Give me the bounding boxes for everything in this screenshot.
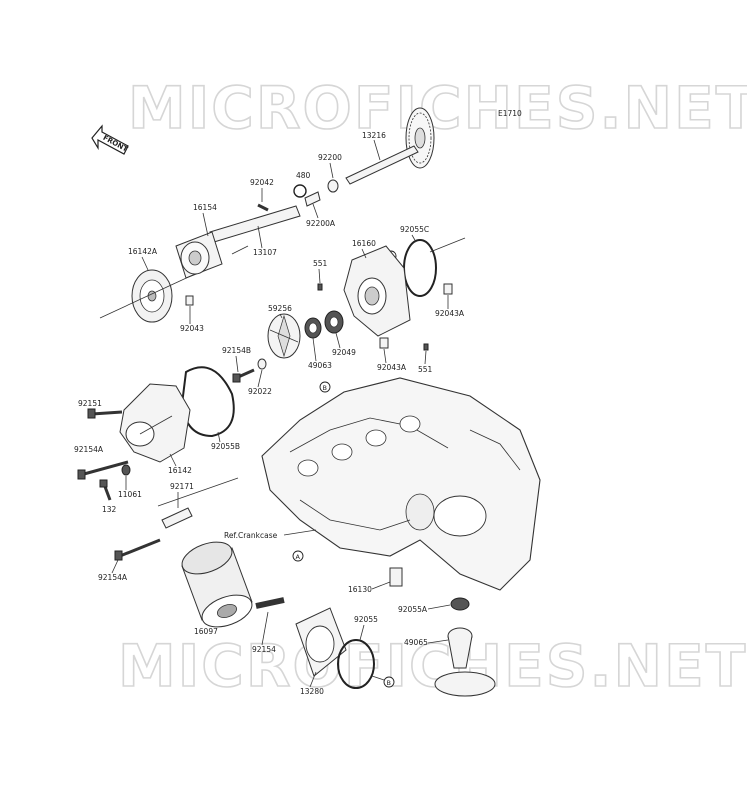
- washer-92022: [257, 358, 267, 370]
- part-92200-label: 92200: [318, 153, 342, 162]
- part-92042-label: 92042: [250, 178, 274, 187]
- part-11061-label: 11061: [118, 490, 142, 499]
- part-551-top-label: 551: [313, 259, 328, 268]
- ref-crankcase-label: Ref.Crankcase: [224, 531, 278, 540]
- relief-valve-16130: [389, 567, 403, 587]
- part-92151-label: 92151: [78, 399, 102, 408]
- part-49065-label: 49065: [404, 638, 428, 647]
- pin-551-top: [317, 283, 323, 291]
- bolt-92154A-lower: [119, 538, 161, 558]
- part-92022-label: 92022: [248, 387, 272, 396]
- part-13216-label: 13216: [362, 131, 386, 140]
- part-16142-label: 16142: [168, 466, 192, 475]
- part-92055C-label: 92055C: [400, 225, 429, 234]
- part-92055-label: 92055: [354, 615, 378, 624]
- part-16142A-label: 16142A: [128, 247, 158, 256]
- pump-housing-16142A: [131, 269, 173, 323]
- part-92043-label: 92043: [180, 324, 204, 333]
- shaft-13107: [209, 205, 301, 243]
- part-92049-label: 92049: [332, 348, 356, 357]
- callout-b-bottom-label: B: [387, 679, 391, 687]
- part-132-label: 132: [102, 505, 117, 514]
- o-ring-92055A: [450, 597, 470, 611]
- pin-92042: [257, 203, 269, 212]
- part-92055A-label: 92055A: [398, 605, 428, 614]
- circlip-480: [293, 184, 307, 198]
- gasket-11061: [121, 464, 131, 476]
- part-92171-label: 92171: [170, 482, 194, 491]
- part-16097-label: 16097: [194, 627, 218, 636]
- pump-body-16142: [119, 383, 191, 463]
- part-49063-label: 49063: [308, 361, 332, 370]
- inner-rotor-16154: [175, 231, 223, 279]
- clamp-92171: [161, 507, 193, 529]
- watermark-top: MICROFICHES.NET: [128, 74, 747, 142]
- dowel-92043A-mid: [379, 337, 389, 349]
- crankcase: [261, 377, 541, 591]
- part-92154A-lower-label: 92154A: [98, 573, 128, 582]
- oil-filter-16097: [181, 541, 253, 628]
- part-92043A-mid-label: 92043A: [377, 363, 407, 372]
- callout-a-bottom-label: A: [296, 553, 301, 561]
- part-92043A-right-label: 92043A: [435, 309, 465, 318]
- callout-b-bottom: [383, 676, 395, 688]
- stud-92154: [255, 597, 285, 609]
- part-92200A-label: 92200A: [306, 219, 336, 228]
- dowel-92043A-right: [443, 283, 453, 295]
- o-ring-92055C: [403, 239, 437, 297]
- pin-551-bottom: [423, 343, 429, 351]
- part-92154B-label: 92154B: [222, 346, 251, 355]
- oil-pump-gear: [405, 107, 435, 169]
- impeller-59256: [267, 313, 301, 359]
- callout-b-top: [319, 381, 331, 393]
- part-551-bottom-label: 551: [418, 365, 433, 374]
- part-16160-label: 16160: [352, 239, 376, 248]
- part-16130-label: 16130: [348, 585, 372, 594]
- part-92055B-label: 92055B: [211, 442, 240, 451]
- front-arrow-icon: FRONT: [91, 124, 129, 155]
- o-ring-92055: [337, 639, 375, 689]
- oil-cooler-13280: [295, 607, 347, 677]
- oil-screen-49065: [434, 627, 496, 697]
- part-92154-label: 92154: [252, 645, 276, 654]
- part-480-label: 480: [296, 171, 311, 180]
- part-16154-label: 16154: [193, 203, 217, 212]
- bolt-92151: [91, 410, 123, 416]
- part-92154A-upper-label: 92154A: [74, 445, 104, 454]
- diagram-code: E1710: [498, 109, 522, 118]
- washer-92200A: [304, 191, 321, 207]
- callout-a-bottom: [292, 550, 304, 562]
- bolt-92154A-upper: [83, 460, 129, 476]
- oil-pump-shaft: [345, 145, 419, 185]
- pump-cover-16160: [343, 245, 411, 337]
- gasket-92055B: [180, 366, 235, 438]
- part-59256-label: 59256: [268, 304, 292, 313]
- dowel-92043: [185, 295, 194, 306]
- part-13107-label: 13107: [253, 248, 277, 257]
- callout-b-top-label: B: [323, 384, 327, 392]
- part-13280-label: 13280: [300, 687, 324, 696]
- washer-92200: [327, 179, 339, 193]
